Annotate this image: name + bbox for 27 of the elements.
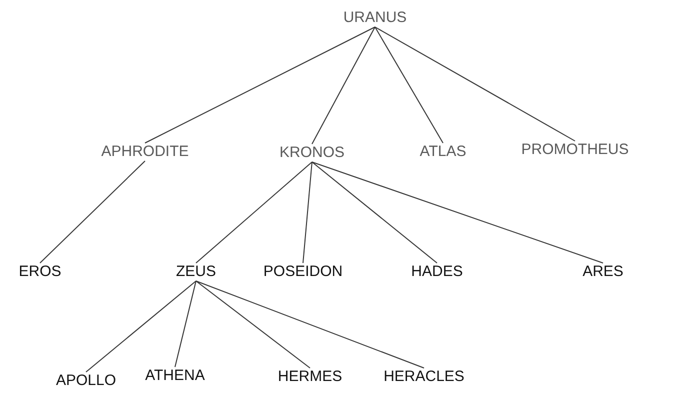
name-label: ARES (582, 263, 624, 281)
name-label: ATHENA (145, 367, 205, 385)
connector-line (144, 26, 376, 144)
name-label: ZEUS (176, 263, 216, 281)
connector-line (196, 280, 424, 368)
name-label: APOLLO (56, 372, 116, 390)
connector-line (174, 280, 196, 368)
connector-line (40, 160, 146, 264)
connector-line (312, 26, 376, 144)
name-label: HERACLES (384, 368, 464, 386)
name-label: EROS (18, 263, 62, 281)
name-label: POSEIDON (263, 263, 343, 281)
connector-line (86, 280, 196, 372)
name-label: HADES (411, 263, 463, 281)
connector-line (374, 26, 576, 142)
connector-line (196, 162, 312, 264)
name-label: URANUS (343, 9, 407, 27)
name-label: APHRODITE (101, 143, 189, 161)
connector-line (312, 162, 438, 264)
connector-line (302, 162, 312, 264)
name-label: KRONOS (280, 144, 344, 162)
connector-line (196, 280, 310, 368)
name-label: PROMOTHEUS (521, 141, 629, 159)
connector-line (312, 162, 604, 264)
name-label: ATLAS (420, 143, 466, 161)
name-label: HERMES (278, 368, 342, 386)
connector-line (374, 26, 444, 144)
